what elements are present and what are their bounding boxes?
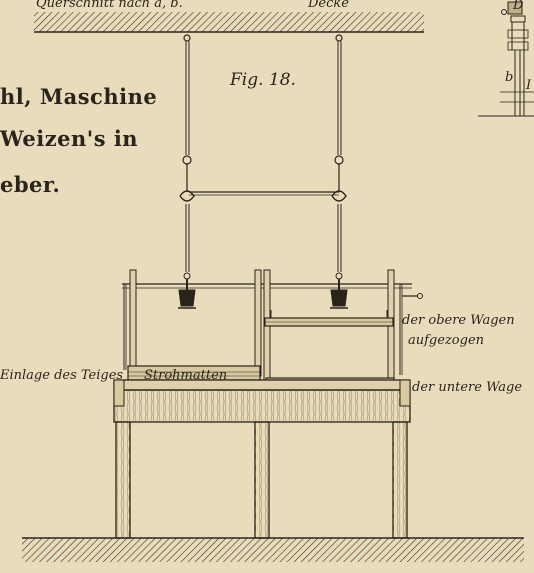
inset-apparatus [478,1,534,117]
inset-label-i: I [526,78,532,93]
right-suspension-rod [331,34,347,290]
ceiling-beam [34,12,424,33]
lower-car-label: der untere Wage [412,380,523,395]
left-suspension-rod [179,34,195,290]
ceiling-label: Decke [308,0,349,11]
upper-car-label-2: aufgezogen [408,333,485,348]
upper-car-label: der obere Wagen [402,313,515,328]
tabletop [113,379,411,423]
table-legs [115,421,408,539]
upper-car [264,310,394,327]
title-line-1: hl, Maschine [0,84,158,109]
inset-label-d: D [513,0,524,13]
crossbar [189,191,339,196]
section-label: Querschnitt nach a, b. [36,0,183,11]
straw-mats-label: Strohmatten [144,368,228,383]
left-brush [178,289,196,309]
right-brush [330,289,348,309]
inset-label-b: b [505,70,514,85]
figure-number: Fig. 18. [230,70,296,90]
dough-insert-label: Einlage des Teiges [0,368,124,383]
floor [22,537,524,562]
title-line-2: Weizen's in [0,126,139,151]
title-line-3: eber. [0,172,61,197]
crank-handle [402,293,423,299]
left-frame-posts [123,269,262,377]
